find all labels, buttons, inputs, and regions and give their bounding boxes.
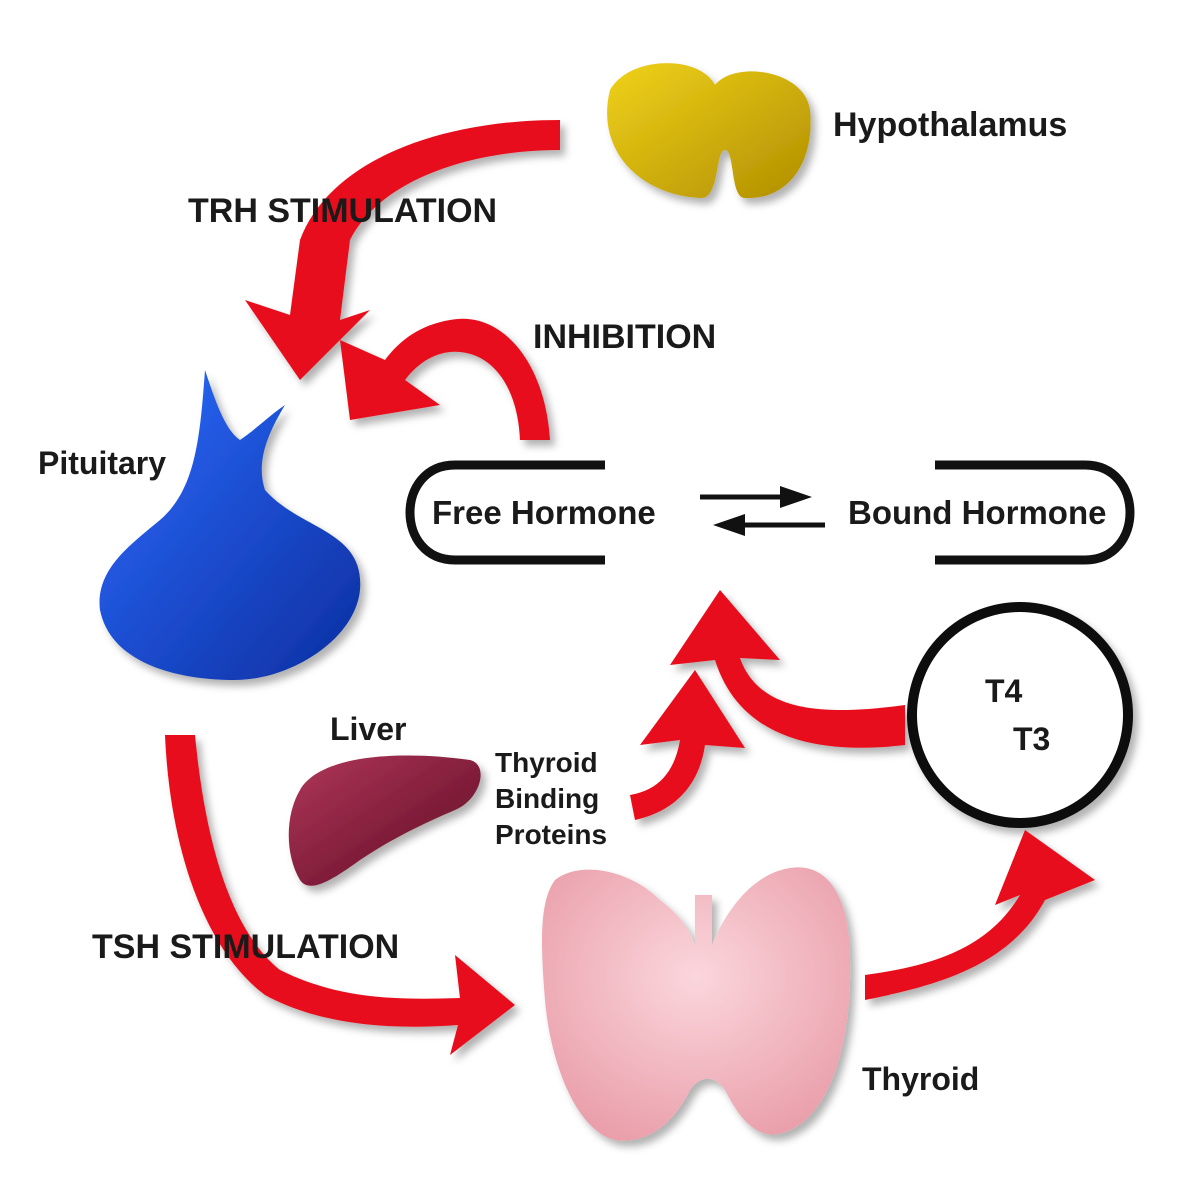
tsh-label: TSH STIMULATION bbox=[92, 928, 399, 966]
free-hormone-label: Free Hormone bbox=[432, 494, 656, 531]
binding-proteins-label-1: Thyroid bbox=[495, 747, 598, 778]
bound-hormone-label: Bound Hormone bbox=[848, 494, 1106, 531]
binding-proteins-label-2: Binding bbox=[495, 783, 599, 814]
t4-label: T4 bbox=[985, 673, 1023, 709]
t4-t3-circle bbox=[907, 602, 1133, 828]
equilibrium-arrows bbox=[700, 486, 825, 536]
thyroid-shape bbox=[542, 867, 851, 1141]
free-hormone-bracket bbox=[405, 460, 605, 565]
hypothalamus-label: Hypothalamus bbox=[833, 106, 1067, 144]
thyroid-output-arrow bbox=[865, 830, 1095, 1000]
hormone-release-arrow bbox=[670, 590, 905, 748]
inhibition-arrow bbox=[340, 318, 550, 440]
thyroid-label: Thyroid bbox=[862, 1061, 979, 1097]
bound-hormone-bracket bbox=[935, 460, 1135, 565]
binding-proteins-arrow bbox=[630, 670, 745, 820]
binding-proteins-label-3: Proteins bbox=[495, 819, 607, 850]
inhibition-label: INHIBITION bbox=[533, 318, 716, 356]
pituitary-label: Pituitary bbox=[38, 445, 166, 481]
trh-arrow bbox=[245, 120, 560, 380]
hypothalamus-shape bbox=[607, 63, 811, 199]
liver-shape bbox=[288, 755, 481, 886]
tsh-arrow bbox=[165, 735, 515, 1055]
liver-label: Liver bbox=[330, 711, 406, 747]
pituitary-shape bbox=[99, 370, 361, 680]
trh-label: TRH STIMULATION bbox=[188, 192, 497, 230]
t3-label: T3 bbox=[1013, 721, 1050, 757]
